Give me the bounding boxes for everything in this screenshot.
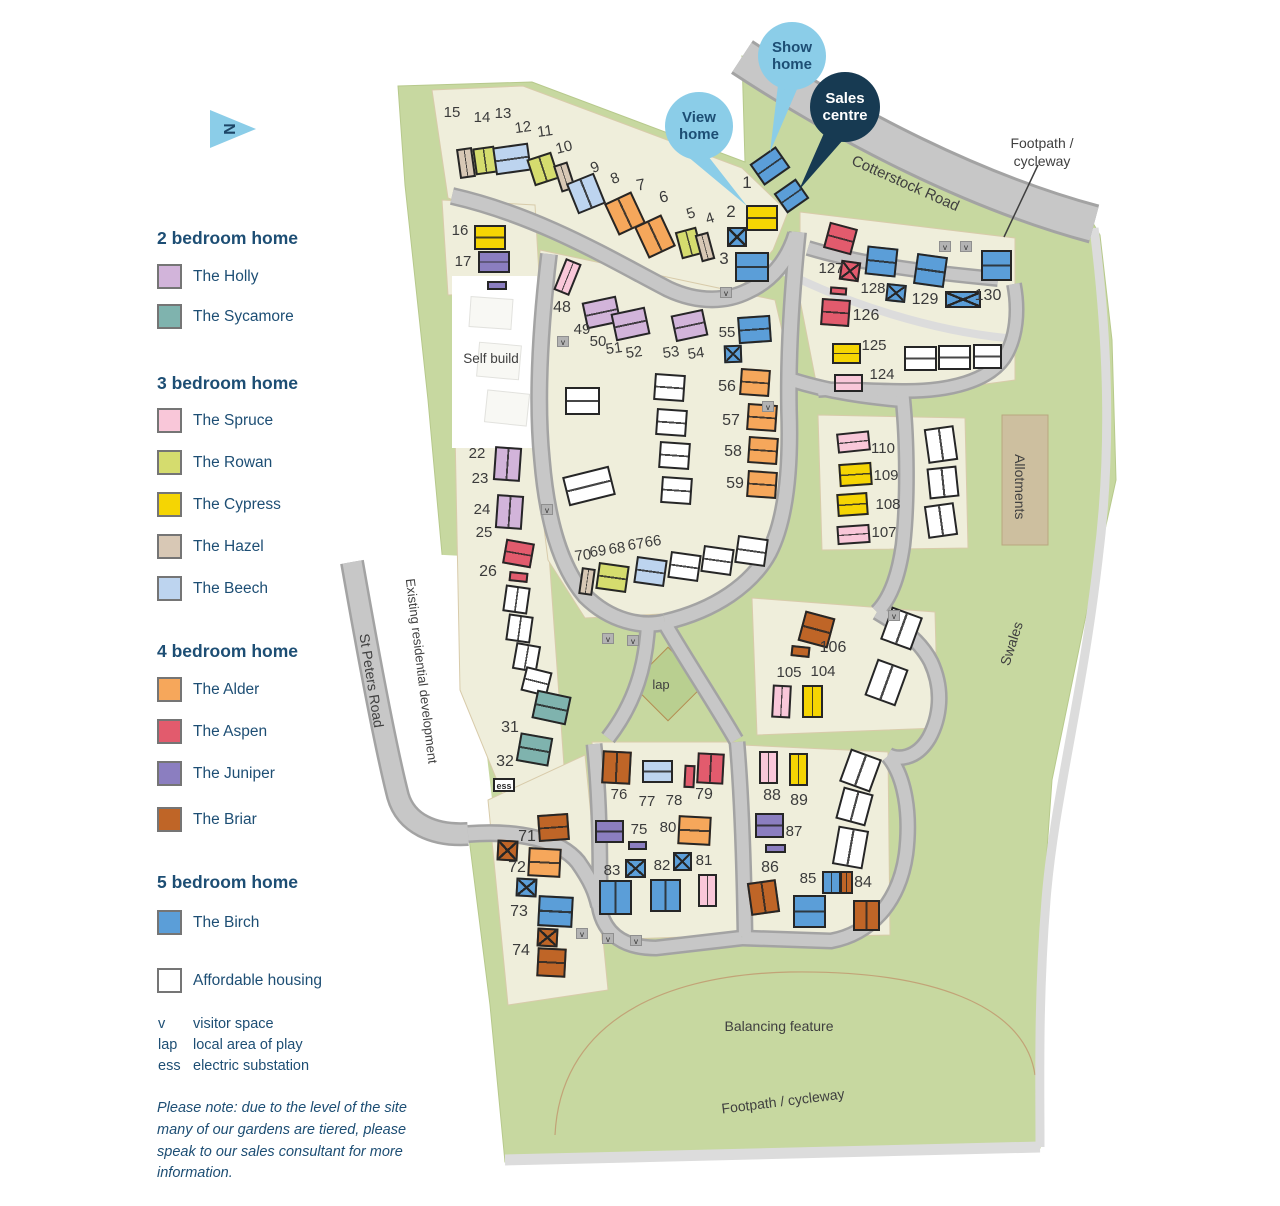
callout-sales-centre[interactable]: Sales centre xyxy=(810,72,880,142)
house-juniper[interactable] xyxy=(754,812,784,838)
balancing-feature-contour xyxy=(554,971,1036,1136)
house-cypress[interactable] xyxy=(801,684,823,718)
house-spruce[interactable] xyxy=(697,873,717,907)
house-juniper[interactable] xyxy=(764,843,786,853)
house-juniper[interactable] xyxy=(478,251,510,273)
house-birch[interactable] xyxy=(598,879,632,915)
house-spruce[interactable] xyxy=(833,374,863,392)
house-afford[interactable] xyxy=(564,387,600,415)
house-cypress[interactable] xyxy=(474,224,506,250)
house-birch[interactable] xyxy=(727,227,747,247)
house-cypress[interactable] xyxy=(831,342,861,364)
self-build-ghost-houses xyxy=(468,296,531,427)
house-briar[interactable] xyxy=(839,870,853,894)
house-juniper[interactable] xyxy=(627,840,647,850)
north-arrow-icon xyxy=(210,110,256,148)
house-birch[interactable] xyxy=(624,858,646,878)
house-birch[interactable] xyxy=(792,894,826,928)
house-juniper[interactable] xyxy=(594,819,624,843)
house-briar[interactable] xyxy=(852,899,880,931)
house-birch[interactable] xyxy=(649,878,681,912)
house-afford[interactable] xyxy=(903,345,937,371)
callout-show-home[interactable]: Show home xyxy=(758,22,826,90)
house-birch[interactable] xyxy=(945,290,981,308)
house-cypress[interactable] xyxy=(746,205,778,231)
house-afford[interactable] xyxy=(937,344,971,370)
house-birch[interactable] xyxy=(980,249,1012,281)
callout-view-home[interactable]: View home xyxy=(665,92,733,160)
north-arrow-label: N xyxy=(219,123,237,135)
house-afford[interactable] xyxy=(972,343,1002,369)
footpath-leader-line xyxy=(1003,164,1039,238)
house-spruce[interactable] xyxy=(758,750,778,784)
house-birch[interactable] xyxy=(672,851,692,871)
house-birch[interactable] xyxy=(821,870,841,894)
house-juniper[interactable] xyxy=(487,280,507,290)
house-beech[interactable] xyxy=(641,759,673,783)
house-birch[interactable] xyxy=(735,252,769,282)
allotments-area xyxy=(1001,414,1049,546)
house-cypress[interactable] xyxy=(788,752,808,786)
